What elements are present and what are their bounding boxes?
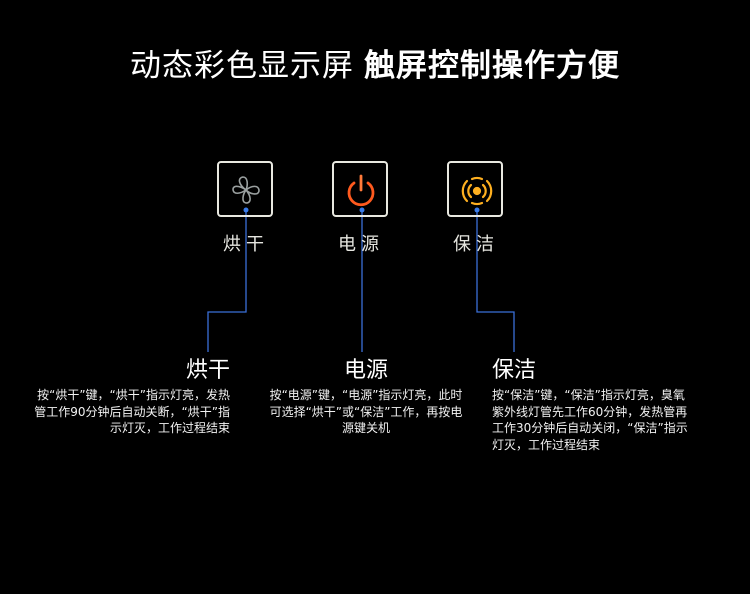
connector-line-dry <box>207 210 247 352</box>
power-text: 按“电源”键，“电源”指示灯亮，此时可选择“烘干”或“保洁”工作，再按电源键关机 <box>269 388 463 435</box>
clean-text: 按“保洁”键，“保洁”指示灯亮，臭氧紫外线灯管先工作60分钟，发热管再工作30分… <box>492 388 688 452</box>
connector-dot-power <box>359 207 365 213</box>
connector-dot-dry <box>243 207 249 213</box>
title-regular: 动态彩色显示屏 <box>130 48 354 84</box>
power-icon <box>347 174 375 207</box>
dry-text: 按“烘干”键，“烘干”指示灯亮，发热管工作90分钟后自动关断，“烘干”指示灯灭，… <box>34 388 230 435</box>
power-heading: 电源 <box>343 358 388 383</box>
power-label: 电源 <box>338 234 384 255</box>
power-description: 电源 按“电源”键，“电源”指示灯亮，此时可选择“烘干”或“保洁”工作，再按电源… <box>266 357 466 437</box>
sterilize-icon <box>461 176 493 206</box>
clean-label: 保洁 <box>453 234 499 255</box>
clean-description: 保洁 按“保洁”键，“保洁”指示灯亮，臭氧紫外线灯管先工作60分钟，发热管再工作… <box>492 357 692 453</box>
dry-heading: 烘干 <box>185 358 230 383</box>
clean-button[interactable] <box>447 161 503 217</box>
connector-line-clean <box>476 210 515 352</box>
fan-icon <box>232 176 260 204</box>
dry-description: 烘干 按“烘干”键，“烘干”指示灯亮，发热管工作90分钟后自动关断，“烘干”指示… <box>30 357 230 437</box>
dry-button[interactable] <box>217 161 273 217</box>
dry-label: 烘干 <box>223 234 269 255</box>
connector-dot-clean <box>474 207 480 213</box>
page-title: 动态彩色显示屏触屏控制操作方便 <box>0 40 750 85</box>
title-bold: 触屏控制操作方便 <box>364 48 620 84</box>
power-button[interactable] <box>332 161 388 217</box>
clean-heading: 保洁 <box>492 358 537 383</box>
